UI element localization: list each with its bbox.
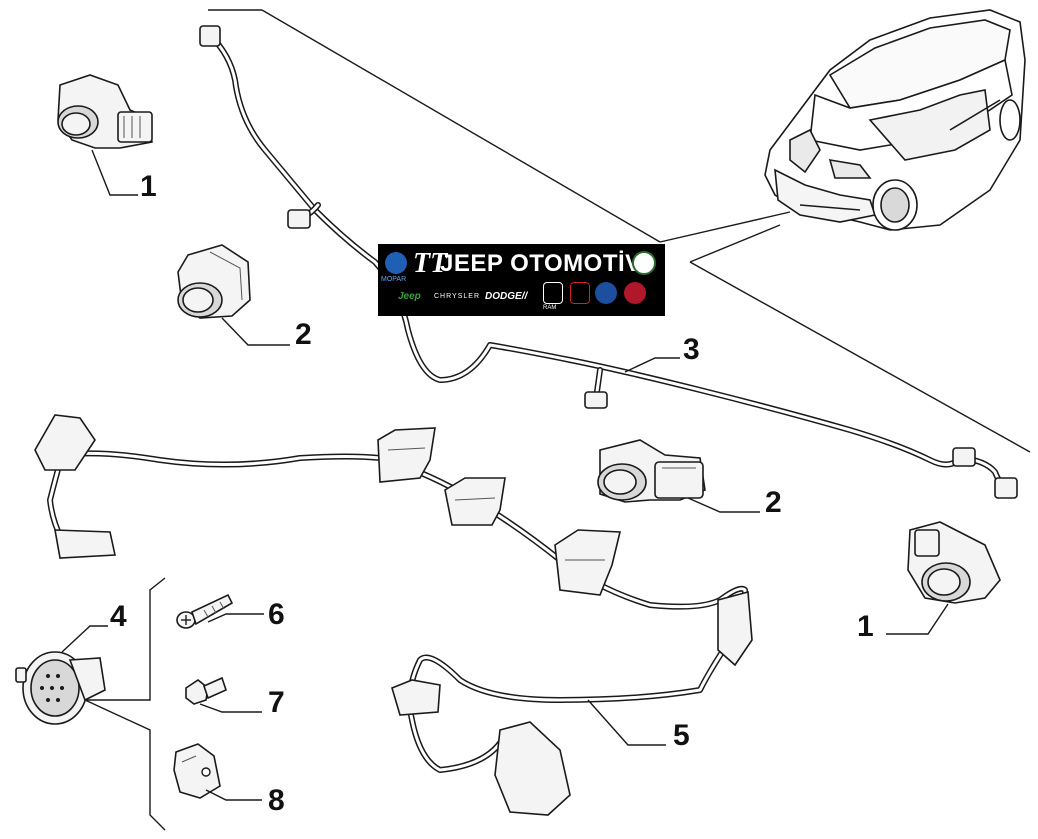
screw-6	[176, 593, 234, 629]
ram-logo-icon	[543, 282, 563, 304]
callout-4: 4	[61, 600, 127, 653]
lancia-logo-icon	[595, 282, 617, 304]
mopar-logo-icon	[385, 252, 407, 274]
guide-lines	[208, 9, 1031, 453]
callout-number: 7	[268, 686, 285, 719]
callout-number: 2	[295, 318, 312, 351]
callout-number: 8	[268, 784, 285, 817]
callout-2a: 2	[221, 317, 312, 351]
parking-sensor-1-top	[57, 74, 153, 149]
fiat-logo-icon	[624, 282, 646, 304]
callout-number: 6	[268, 598, 285, 631]
bumper-harness-5	[34, 414, 753, 816]
buzzer-4	[15, 651, 106, 725]
group-bracket	[84, 577, 166, 831]
car-illustration	[764, 9, 1026, 231]
maserati-logo-icon	[570, 282, 590, 304]
callout-number: 5	[673, 719, 690, 752]
callout-1b: 1	[857, 603, 949, 643]
dealer-title: JEEP OTOMOTİV	[440, 250, 642, 277]
parking-sensor-2-center	[597, 439, 706, 503]
tt-logo-mark: TT	[413, 248, 448, 279]
callout-5: 5	[587, 699, 690, 752]
jeep-brand: Jeep	[398, 291, 421, 302]
wiring-harness-3	[199, 25, 1018, 499]
callout-2b: 2	[687, 486, 782, 519]
callout-1a: 1	[91, 149, 157, 203]
parking-sensor-1-right	[907, 521, 1001, 604]
callout-number: 2	[765, 486, 782, 519]
callout-7: 7	[199, 686, 285, 719]
dealer-logo-banner: MOPAR TT JEEP OTOMOTİV Jeep CHRYSLER DOD…	[378, 244, 665, 316]
parking-sensor-2-left	[177, 244, 251, 319]
alfa-romeo-logo-icon	[632, 251, 656, 275]
bolt-7	[185, 676, 227, 705]
callout-number: 4	[110, 600, 127, 633]
callout-6: 6	[207, 598, 285, 631]
ram-brand: RAM	[543, 305, 557, 311]
chrysler-brand: CHRYSLER	[434, 293, 480, 300]
callout-number: 3	[683, 333, 700, 366]
mopar-label: MOPAR	[381, 276, 407, 283]
callout-number: 1	[140, 170, 157, 203]
callout-8: 8	[205, 784, 285, 817]
callout-3: 3	[624, 333, 700, 373]
dodge-brand: DODGE//	[485, 291, 528, 302]
callout-number: 1	[857, 610, 874, 643]
clip-nut-8	[173, 743, 221, 799]
